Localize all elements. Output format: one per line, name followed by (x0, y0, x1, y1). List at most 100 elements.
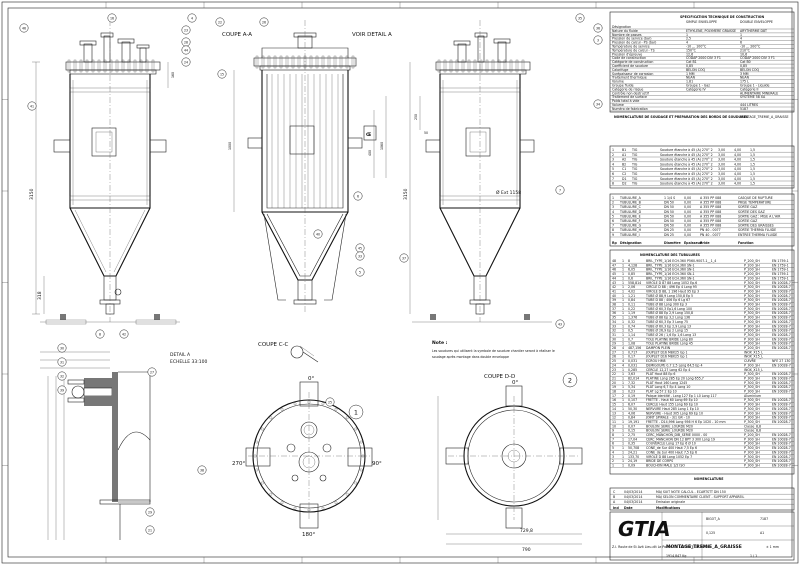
tubulure-cell: TUBULURE_F (619, 219, 641, 223)
balloon-label: 21 (148, 529, 152, 533)
nomenclature-cell: BRIL_TYPE_1/16 ECH.360 SN-1 (646, 272, 695, 276)
nomenclature-cell: 1 (622, 311, 624, 315)
nomenclature-cell: 0,285 (628, 368, 637, 372)
balloon-label: 35 (578, 17, 582, 21)
nomenclature-cell: TUBE D 88 ; 406 Ep 6 Lg 67 (645, 298, 690, 302)
nomenclature-cell: EN 1759-1 (772, 276, 789, 280)
balloon-37: 37 (399, 253, 409, 263)
nomenclature-cell: EN 10028-7 (772, 442, 791, 446)
nomenclature-cell: P_300_SH (744, 455, 760, 459)
nomenclature-cell: 0,85 (628, 272, 635, 276)
balloon-26: 26 (259, 17, 269, 27)
label-coupe-cc: COUPE C-C (258, 342, 289, 348)
weld-cell: TIG (631, 162, 638, 166)
nomenclature-cell: 48 (612, 259, 616, 263)
label-echelle: ECHELLE 33:100 (170, 359, 207, 365)
nomenclature-cell: 1 (622, 398, 624, 402)
weld-cell: 3,00 (718, 162, 725, 166)
nomenclature-cell: 7 (612, 437, 614, 441)
balloon-36: 36 (593, 23, 603, 33)
nomenclature-cell: 1,14 (628, 333, 635, 337)
nomenclature-cell: VIROLE D 88, 1 196 Haut 95 Ep 3 (646, 289, 699, 293)
revision-index: C (613, 490, 616, 494)
weld-cell: 1,5 (750, 182, 755, 186)
nomenclature-cell: 1 (622, 316, 624, 320)
nomenclature-cell: EN 10028-7 (772, 298, 791, 302)
nomenclature-cell: P_300_SH (744, 342, 760, 346)
balloon-label: 28 (184, 41, 188, 45)
nomenclature-cell: 13 (612, 411, 616, 415)
dim-160: 160 (171, 72, 175, 78)
nomenclature-cell: P_300_SH (744, 390, 760, 394)
tubulure-cell: DN 25 (664, 228, 674, 232)
nomenclature-cell: TUBE Ø 26 / 1,6 Ep 1,6 Long 13 (645, 332, 696, 337)
weld-cell: Soudure étanche à 45 (A) 270° 2 (660, 182, 713, 186)
spec-row-value-1: Cat B1 (686, 60, 697, 64)
balloon-30: 30 (57, 343, 67, 353)
nomenclature-cell: TUBE Ø 60,3 Ep1,6 Long 100 (645, 306, 692, 311)
nomenclature-cell: P_300_SH (744, 320, 760, 324)
nomenclature-cell: 0,717 (628, 350, 637, 354)
nomenclature-cell: EN 10028-7 (772, 329, 791, 333)
balloon-label: 29 (148, 511, 152, 515)
tubulure-cell: TUBULURE_A (619, 196, 642, 200)
title-block: GTIA Z.I. Route de St Avit Lieu-dit Le P… (609, 511, 795, 561)
nomenclature-cell: 1 (622, 407, 624, 411)
balloon-label: 45 (358, 247, 362, 251)
tubulure-cell: A 355 PP 088 (700, 210, 721, 214)
nomenclature-cell: EN 10028-7 (772, 416, 791, 420)
nomenclature-cell: BRIL_TYPE_1/16 ECH.360 SN-1 (646, 276, 695, 280)
spec-row-value-1: 150°C (686, 48, 697, 52)
revision-text: Emission originale (656, 500, 685, 504)
nomenclature-cell: 19 (612, 385, 616, 389)
weld-cell: TIG (631, 153, 638, 157)
nomenclature-cell: EN 10028-7 (772, 316, 791, 320)
nomenclature-cell: 0,107 (628, 398, 637, 402)
balloon-27: 27 (147, 367, 157, 377)
nomenclature-cell: P_300_SH (744, 411, 760, 415)
nomenclature-cell: 27 (612, 350, 616, 354)
nomenclature-cell: 20 (612, 381, 616, 385)
spec-col1: SIMPLE ENVELOPPE (686, 20, 717, 24)
weld-cell: 1,5 (750, 177, 755, 181)
spec-row-label: Température de service (611, 45, 650, 49)
balloon-label: 7 (559, 189, 561, 193)
spec-row-value-2: ARYTHERME D8T (740, 29, 767, 33)
nomenclature-cell: 29 (612, 342, 616, 346)
nomenclature-cell: TUBE Ø 88 Ep 3,2 Long 136 (645, 315, 690, 320)
nomenclature-cell: 1 (622, 368, 624, 372)
title-sheet: 1 / 1 (750, 554, 757, 558)
balloon-41: 41 (27, 101, 37, 111)
nomenclature-cell: 46 (612, 268, 616, 272)
nomenclature-cell: EN 10028-7 (772, 281, 791, 285)
spec-row-label: Surépaisseur de corrosion (612, 72, 653, 76)
balloon-label: 38 (200, 469, 204, 473)
nomenclature-cell: TUBE Ø 88 Ep 2,9 Long 150,8 (645, 310, 693, 315)
spec-row-label: Nombre de passes (612, 33, 642, 37)
spec-row-label: Traitement thermique (611, 76, 647, 80)
nomenclature-cell: NFE 27 130 (772, 359, 790, 363)
tubulure-cell: 2 (612, 201, 614, 205)
weld-cell: 4,00 (734, 153, 741, 157)
nomenclature-cell: EN 10028-7 (772, 381, 791, 385)
nomenclature-cell: 38 (612, 303, 616, 307)
nomenclature-cell: EN 10028-7 (772, 320, 791, 324)
nomenclature-cell: 16 (612, 398, 616, 402)
dim-729: 729,8 (520, 528, 533, 534)
weld-cell: TIG (631, 182, 638, 186)
weld-cell: TIG (631, 167, 638, 171)
nomenclature-cell: 1 (622, 263, 624, 267)
nomenclature-cell: 25 (612, 359, 616, 363)
nomenclature-cell: ECROU HM8 (646, 359, 666, 363)
spec-row-value-2: -10 ... 200°C (740, 45, 761, 49)
nomenclature-cell: 1 (622, 442, 624, 446)
spec-row-label: Nature du fluide (612, 29, 638, 33)
tubulure-cell: CASQUE DE RUPTURE (738, 196, 773, 200)
balloon-label: 30 (60, 347, 64, 351)
weld-cell: C1 (622, 167, 626, 171)
nomenclature-cell: 1 (622, 420, 624, 424)
weld-cell: A1 (622, 153, 626, 157)
spec-row-label: Code de construction (612, 56, 646, 60)
nomenclature-cell: EN 10028-7 (772, 337, 791, 341)
